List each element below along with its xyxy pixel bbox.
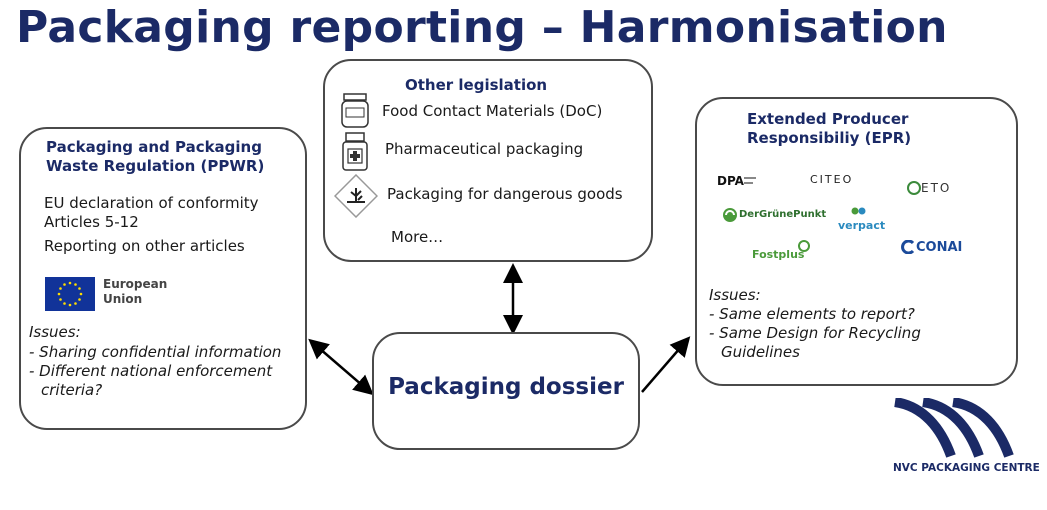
hazard-diamond-icon (334, 174, 378, 218)
eu-logo-line1: European (103, 277, 168, 291)
verpact-logo: verpact (838, 219, 886, 232)
jar-icon (341, 93, 369, 128)
epr-issue-3: Guidelines (721, 343, 800, 361)
page-title: Packaging reporting – Harmonisation (16, 2, 948, 53)
arrow-dossier-epr (641, 336, 691, 393)
ppwr-issue-3: criteria? (41, 381, 103, 399)
ppwr-heading: Packaging and Packaging Waste Regulation… (46, 138, 265, 175)
epr-issues-label: Issues: (709, 286, 761, 304)
fostplus-icon (798, 240, 810, 252)
packaging-dossier-box: Packaging dossier (372, 332, 640, 450)
nvc-logo: NVC PACKAGING CENTRE (893, 398, 1040, 478)
dpa-logo: DPA (717, 174, 744, 188)
nvc-mark-icon (894, 398, 1014, 458)
ppwr-box: Packaging and Packaging Waste Regulation… (19, 127, 307, 430)
eu-logo: European Union (45, 277, 185, 313)
epr-heading: Extended Producer Responsibiliy (EPR) (747, 110, 912, 147)
nvc-brand-name: NVC PACKAGING CENTRE (893, 462, 1040, 474)
other-item-food-contact: Food Contact Materials (DoC) (382, 102, 603, 120)
epr-issue-2: - Same Design for Recycling (709, 324, 921, 342)
fostplus-logo: Fostplus (752, 248, 805, 261)
ppwr-item-3: Reporting on other articles (44, 237, 245, 255)
verpact-icon (851, 207, 866, 215)
other-legislation-box: Other legislation Food Contact Materials… (323, 59, 653, 262)
other-item-more: More… (391, 228, 444, 246)
epr-box: Extended Producer Responsibiliy (EPR) DP… (695, 97, 1018, 386)
dossier-label: Packaging dossier (388, 374, 624, 400)
medicine-bottle-icon (342, 132, 368, 171)
arrow-ppwr-dossier (308, 338, 374, 396)
eto-logo: ETO (921, 181, 952, 195)
citeo-logo: CITEO (810, 173, 854, 186)
ppwr-issue-2: - Different national enforcement (29, 362, 273, 380)
other-heading: Other legislation (405, 76, 548, 94)
other-item-pharma: Pharmaceutical packaging (385, 140, 584, 158)
eto-leaf-icon (907, 181, 921, 195)
dergruenepunkt-logo: DerGrünePunkt (739, 209, 827, 220)
conai-logo: CONAI (916, 240, 963, 255)
ppwr-item-2: Articles 5-12 (44, 213, 139, 231)
eu-logo-line2: Union (103, 292, 143, 306)
other-item-dangerous-goods: Packaging for dangerous goods (387, 185, 623, 203)
eu-flag-icon (45, 277, 95, 311)
gruene-punkt-icon (723, 208, 737, 222)
ppwr-issue-1: - Sharing confidential information (29, 343, 282, 361)
ppwr-item-1: EU declaration of conformity (44, 194, 259, 212)
epr-issue-1: - Same elements to report? (709, 305, 915, 323)
conai-icon (901, 240, 915, 254)
ppwr-issues-label: Issues: (29, 323, 81, 341)
